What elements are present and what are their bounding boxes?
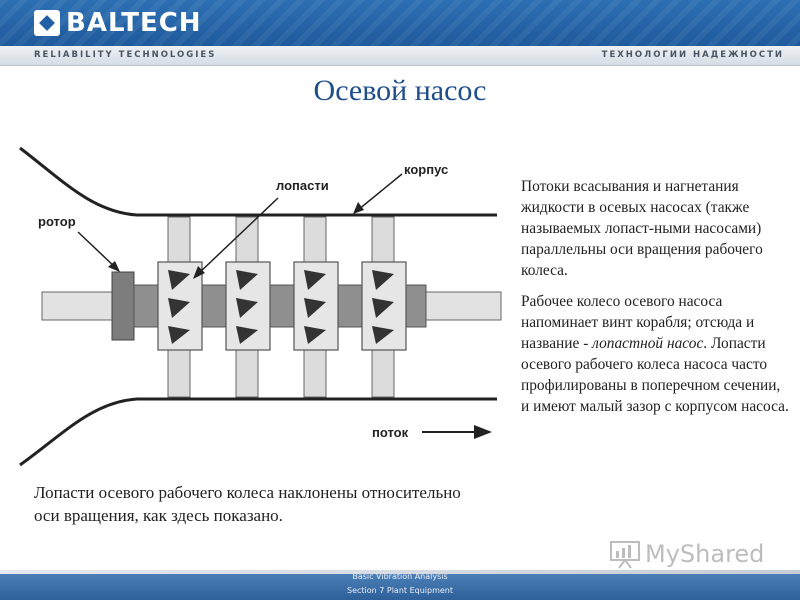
impeller-1	[157, 216, 203, 398]
footer-line-2: Section 7 Plant Equipment	[346, 586, 454, 595]
axial-pump-diagram: ротор лопасти корпус поток	[19, 146, 502, 467]
label-casing: корпус	[404, 162, 448, 177]
casing-leader	[357, 173, 403, 211]
rotor-hub	[111, 271, 135, 341]
tagline-left: RELIABILITY TECHNOLOGIES	[34, 50, 217, 60]
header-band	[0, 0, 800, 46]
shaft-left	[41, 291, 123, 321]
header-subband	[0, 46, 800, 66]
paragraph-impeller: Рабочее колесо осевого насоса напоминает…	[521, 293, 789, 415]
paragraph-flows: Потоки всасывания и нагнетания жидкости …	[521, 178, 763, 279]
watermark-text: MyShared	[645, 540, 765, 568]
slide-title: Осевой насос	[313, 74, 487, 107]
rotor-leader	[77, 231, 117, 269]
logo: BALTECH	[34, 8, 202, 38]
label-flow: поток	[372, 425, 409, 440]
term-propeller-pump: лопастной насос	[592, 335, 704, 352]
blades-leader	[197, 197, 279, 275]
brand-logo-icon	[34, 10, 60, 36]
impeller-3	[293, 216, 339, 398]
presentation-icon	[610, 541, 640, 569]
footer-divider	[0, 570, 800, 574]
tagline-right: ТЕХНОЛОГИИ НАДЕЖНОСТИ	[601, 50, 784, 60]
flow-arrow-head	[474, 425, 492, 439]
description-text: Потоки всасывания и нагнетания жидкости …	[521, 176, 791, 427]
shaft-right	[425, 291, 502, 321]
label-blades: лопасти	[276, 178, 329, 193]
footer-band	[0, 574, 800, 600]
impeller-4	[361, 216, 407, 398]
impeller-2	[225, 216, 271, 398]
brand-name: BALTECH	[66, 8, 202, 38]
diagram-caption: Лопасти осевого рабочего колеса наклонен…	[34, 483, 461, 525]
watermark: MyShared	[609, 537, 764, 571]
label-rotor: ротор	[38, 214, 76, 229]
casing-bottom-curve	[19, 397, 497, 467]
casing-top-curve	[19, 146, 497, 217]
footer-line-1: Basic Vibration Analysis	[352, 572, 448, 581]
